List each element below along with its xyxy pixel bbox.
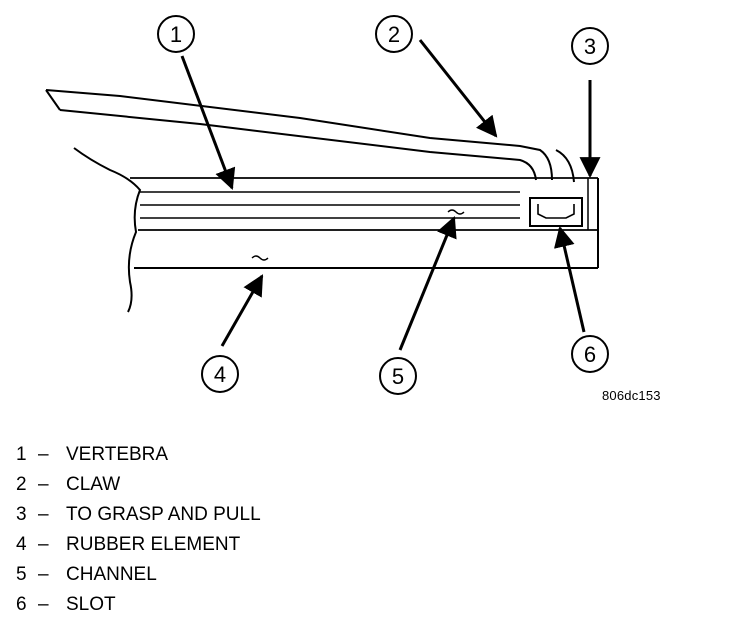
svg-text:4: 4 — [214, 362, 226, 387]
legend-item: 4 – RUBBER ELEMENT — [16, 530, 261, 560]
callout-2: 2 — [375, 15, 413, 53]
legend-item: 6 – SLOT — [16, 590, 261, 620]
legend-item: 2 – CLAW — [16, 470, 261, 500]
legend-number: 3 — [16, 504, 27, 525]
legend-number: 2 — [16, 474, 27, 495]
arrow-6 — [554, 225, 586, 333]
svg-text:5: 5 — [392, 364, 404, 389]
arrow-2 — [418, 39, 498, 138]
legend-number: 1 — [16, 444, 27, 465]
legend-number: 4 — [16, 534, 27, 555]
svg-text:6: 6 — [584, 342, 596, 367]
legend-dash: – — [38, 444, 49, 465]
callout-1: 1 — [157, 15, 195, 53]
legend-item: 3 – TO GRASP AND PULL — [16, 500, 261, 530]
arrow-5 — [398, 216, 457, 351]
legend-dash: – — [38, 534, 49, 555]
arrow-4 — [220, 274, 264, 347]
legend-dash: – — [38, 564, 49, 585]
legend-label: CHANNEL — [66, 564, 157, 585]
svg-text:3: 3 — [584, 34, 596, 59]
legend-item: 5 – CHANNEL — [16, 560, 261, 590]
callout-5: 5 — [379, 357, 417, 395]
svg-text:1: 1 — [170, 22, 182, 47]
legend-number: 5 — [16, 564, 27, 585]
callout-3: 3 — [571, 27, 609, 65]
legend-label: TO GRASP AND PULL — [66, 504, 261, 525]
legend: 1 – VERTEBRA 2 – CLAW 3 – TO GRASP AND P… — [16, 440, 261, 620]
wiper-blade-diagram: 1 2 3 4 5 6 — [45, 15, 609, 395]
leader-arrows — [180, 39, 601, 351]
wiper-drawing — [45, 89, 599, 313]
svg-text:2: 2 — [388, 22, 400, 47]
callout-4: 4 — [201, 355, 239, 393]
legend-label: CLAW — [66, 474, 121, 495]
legend-label: SLOT — [66, 594, 116, 615]
figure-id: 806dc153 — [602, 388, 661, 403]
legend-dash: – — [38, 504, 49, 525]
legend-label: RUBBER ELEMENT — [66, 534, 241, 555]
legend-dash: – — [38, 474, 49, 495]
arrow-1 — [180, 55, 236, 190]
legend-item: 1 – VERTEBRA — [16, 440, 261, 470]
legend-label: VERTEBRA — [66, 444, 169, 465]
legend-number: 6 — [16, 594, 27, 615]
callout-6: 6 — [571, 335, 609, 373]
legend-dash: – — [38, 594, 49, 615]
